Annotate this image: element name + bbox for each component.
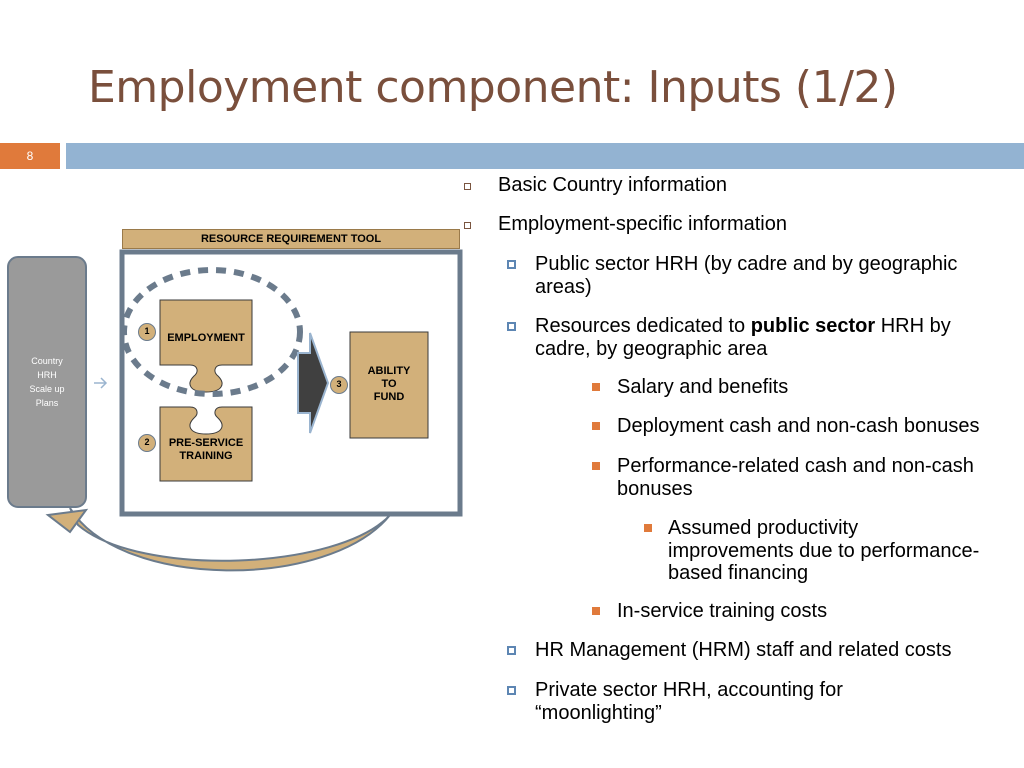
bullet-filled-square-icon — [592, 422, 600, 430]
ability-line: FUND — [373, 391, 405, 403]
ability-line: ABILITY — [367, 365, 411, 377]
return-arrow-head-icon — [45, 508, 89, 534]
bullet-salary: Salary and benefits — [617, 376, 789, 398]
preservice-label: PRE-SERVICE TRAINING — [160, 437, 252, 463]
bullet-inservice: In-service training costs — [617, 600, 828, 622]
bullet-public-sector-hrh-cont: areas) — [535, 276, 592, 298]
bullet-hollow-square-icon — [507, 322, 516, 331]
bullet-hollow-square-icon — [507, 260, 516, 269]
ability-to-fund-box — [349, 331, 429, 439]
return-curve-arrow — [69, 507, 391, 572]
employment-highlight-ellipse — [121, 267, 303, 397]
country-plans-line: HRH — [37, 370, 57, 380]
bullet-assumed-3: based financing — [668, 562, 809, 584]
resources-text-bold: public sector — [750, 315, 876, 337]
resource-requirement-diagram: RESOURCE REQUIREMENT TOOL Country HRH Sc… — [0, 170, 470, 590]
bullet-private-2: “moonlighting” — [535, 702, 662, 724]
bullet-assumed-2: improvements due to performance- — [668, 540, 980, 562]
employment-box — [159, 299, 253, 393]
bullet-deployment: Deployment cash and non-cash bonuses — [617, 415, 980, 437]
bullet-hollow-square-icon — [507, 686, 516, 695]
country-plans-line: Plans — [35, 398, 59, 408]
country-plans-line: Scale up — [29, 384, 65, 394]
small-right-arrow-icon — [94, 377, 108, 389]
bullet-performance-cont: bonuses — [617, 478, 693, 500]
bullet-filled-square-icon — [592, 607, 600, 615]
diagram-graphics — [7, 249, 463, 572]
bullet-public-sector-hrh: Public sector HRH (by cadre and by geogr… — [535, 253, 958, 275]
preservice-line: PRE-SERVICE — [168, 437, 244, 449]
bullet-hollow-square-icon — [507, 646, 516, 655]
ability-line: TO — [381, 378, 397, 390]
slide-number: 8 — [0, 143, 60, 169]
bullet-private-1: Private sector HRH, accounting for — [535, 679, 843, 701]
employment-label: EMPLOYMENT — [167, 332, 245, 344]
bullet-resources: Resources dedicated to public sector HRH… — [535, 315, 951, 337]
big-right-arrow-icon — [297, 332, 330, 434]
country-plans-panel — [7, 256, 87, 508]
bullet-resources-cont: cadre, by geographic area — [535, 338, 768, 360]
country-plans-text: Country HRH Scale up Plans — [8, 354, 86, 410]
bullet-employment-info: Employment-specific information — [498, 213, 787, 235]
bullet-hrm: HR Management (HRM) staff and related co… — [535, 639, 952, 661]
resources-text-pre: Resources dedicated to — [535, 315, 751, 337]
step-3-badge: 3 — [330, 376, 348, 394]
bullet-filled-square-icon — [592, 462, 600, 470]
bullet-filled-square-icon — [644, 524, 652, 532]
preservice-box — [159, 406, 253, 482]
slide-title: Employment component: Inputs (1/2) — [88, 62, 898, 113]
step-2-badge: 2 — [138, 434, 156, 452]
country-plans-line: Country — [31, 356, 63, 366]
bullet-assumed-1: Assumed productivity — [668, 517, 859, 539]
header-bar — [66, 143, 1024, 169]
bullet-basic-info: Basic Country information — [498, 174, 727, 196]
step-1-badge: 1 — [138, 323, 156, 341]
ability-label: ABILITY TO FUND — [350, 365, 428, 404]
resource-requirement-tool-label: RESOURCE REQUIREMENT TOOL — [122, 229, 460, 249]
bullet-performance: Performance-related cash and non-cash — [617, 455, 974, 477]
preservice-line: TRAINING — [179, 450, 233, 462]
resources-text-post: HRH by — [875, 315, 951, 337]
bullet-filled-square-icon — [592, 383, 600, 391]
